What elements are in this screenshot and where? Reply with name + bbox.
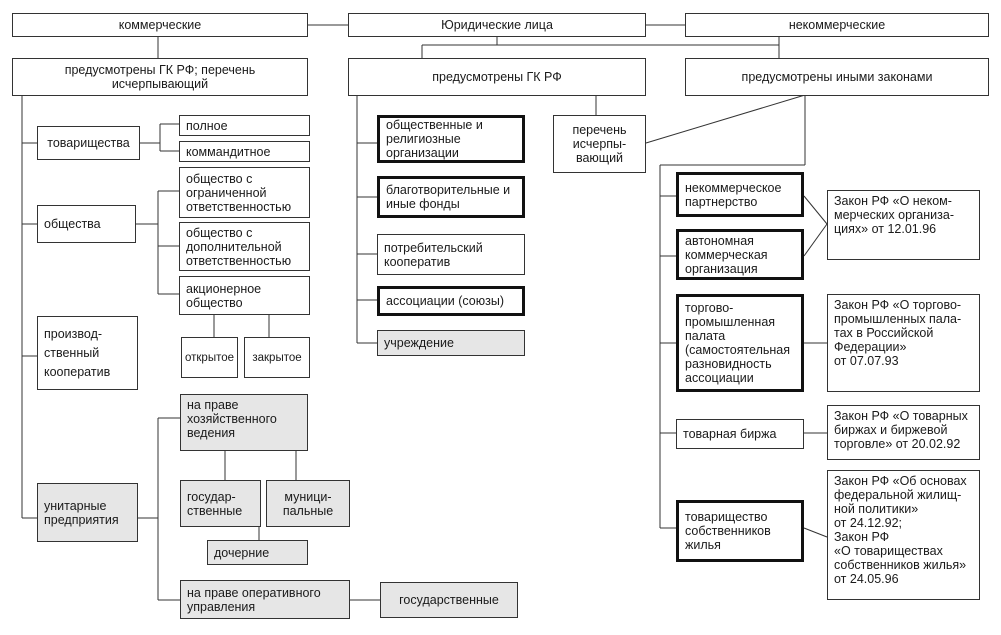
- homeowners-association-box: товарищество собственников жилья: [676, 500, 804, 562]
- production-coop-box: производ- ственный кооператив: [37, 316, 138, 390]
- subsidiary-box: дочерние: [207, 540, 308, 565]
- institution-box: учреждение: [377, 330, 525, 356]
- operational-management-box: на праве оперативного управления: [180, 580, 350, 619]
- other-laws-heading: предусмотрены иными законами: [685, 58, 989, 96]
- full-partnership-box: полное: [179, 115, 310, 136]
- commercial-gk-heading: предусмотрены ГК РФ; перечень исчерпываю…: [12, 58, 308, 96]
- noncommercial-header: некоммерческие: [685, 13, 989, 37]
- companies-box: общества: [37, 205, 136, 243]
- jsc-box: акционерное общество: [179, 276, 310, 315]
- associations-box: ассоциации (союзы): [377, 286, 525, 316]
- alc-box: общество с дополнительной ответственност…: [179, 222, 310, 271]
- consumer-coop-box: потребительский кооператив: [377, 234, 525, 275]
- llc-box: общество с ограниченной ответственностью: [179, 167, 310, 218]
- exhaustive-list-box: перечень исчерпы- вающий: [553, 115, 646, 173]
- state-operational-box: государственные: [380, 582, 518, 618]
- chamber-of-commerce-box: торгово- промышленная палата (самостояте…: [676, 294, 804, 392]
- closed-jsc-box: закрытое: [244, 337, 310, 378]
- economic-management-box: на праве хозяйственного ведения: [180, 394, 308, 451]
- commodity-exchange-box: товарная биржа: [676, 419, 804, 449]
- state-unitary-box: государ- ственные: [180, 480, 261, 527]
- municipal-unitary-box: муници- пальные: [266, 480, 350, 527]
- np-partnership-box: некоммерческое партнерство: [676, 172, 804, 217]
- law-hoa-box: Закон РФ «Об основах федеральной жилищ- …: [827, 470, 980, 600]
- partnerships-box: товарищества: [37, 126, 140, 160]
- law-exchange-box: Закон РФ «О товарных биржах и биржевой т…: [827, 405, 980, 460]
- legal-entities-title: Юридические лица: [348, 13, 646, 37]
- open-jsc-box: открытое: [181, 337, 238, 378]
- public-religious-box: общественные и религиозные организации: [377, 115, 525, 163]
- law-noncommercial-box: Закон РФ «О неком- мерческих организа- ц…: [827, 190, 980, 260]
- limited-partnership-box: коммандитное: [179, 141, 310, 162]
- unitary-enterprises-box: унитарные предприятия: [37, 483, 138, 542]
- foundations-box: благотворительные и иные фонды: [377, 176, 525, 218]
- law-chamber-box: Закон РФ «О торгово- промышленных пала- …: [827, 294, 980, 392]
- commercial-header: коммерческие: [12, 13, 308, 37]
- autonomous-org-box: автономная коммерческая организация: [676, 229, 804, 280]
- noncommercial-gk-heading: предусмотрены ГК РФ: [348, 58, 646, 96]
